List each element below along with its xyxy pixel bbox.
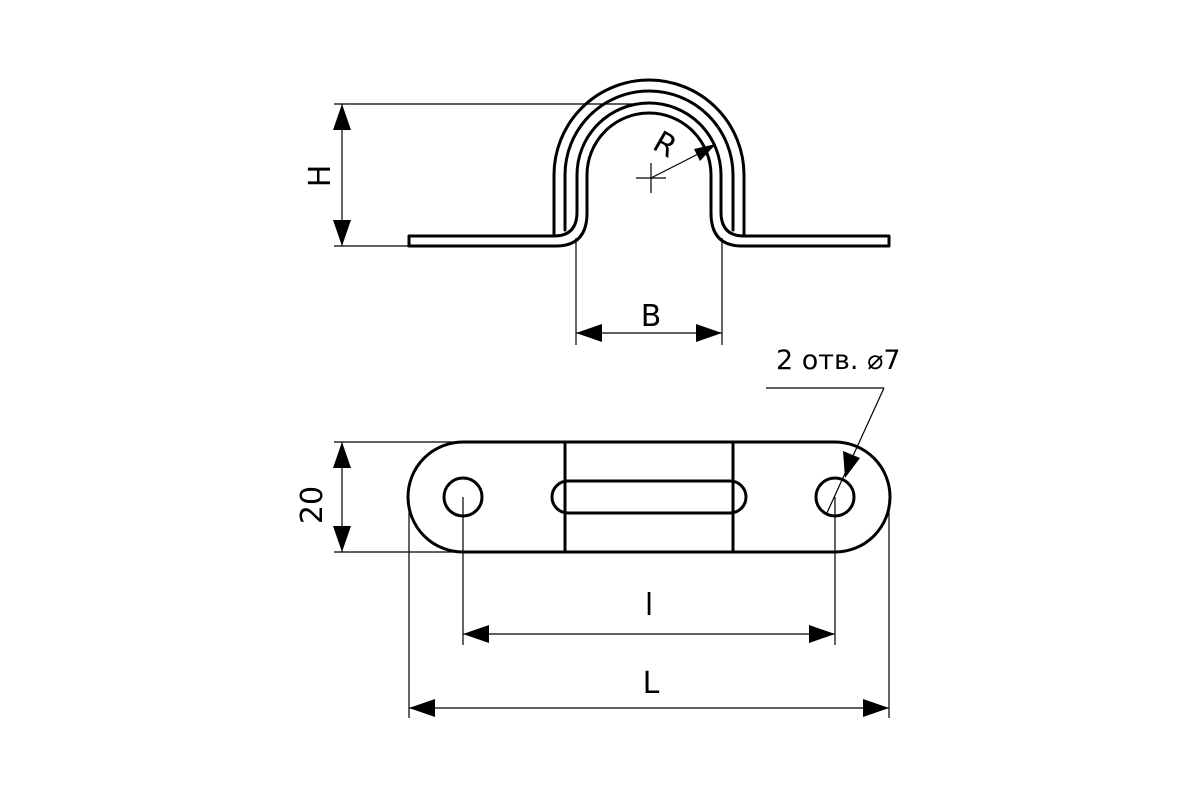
width-dimension: 20	[295, 441, 462, 553]
height-arrow-top	[333, 104, 351, 130]
l-arrow-right	[809, 625, 835, 643]
total-length-label: L	[643, 666, 660, 701]
height-dimension: H	[303, 103, 638, 247]
hole-spacing-dimension: l	[462, 497, 836, 645]
b-arrow-right	[696, 324, 722, 342]
width-label: 20	[295, 486, 330, 524]
inner-width-label: B	[641, 299, 662, 334]
side-view: R H B	[303, 78, 891, 345]
inner-width-dimension: B	[575, 238, 723, 345]
b-arrow-left	[576, 324, 602, 342]
strip-outline	[406, 440, 892, 554]
holes-callout: 2 отв. ⌀7	[766, 345, 901, 516]
height-label: H	[303, 165, 338, 188]
total-length-dimension: L	[408, 500, 890, 718]
radius-arrowhead	[694, 144, 716, 161]
central-slot	[550, 479, 748, 515]
bracket-arch-inner	[563, 89, 735, 232]
L-arrow-left	[409, 699, 435, 717]
holes-note-label: 2 отв. ⌀7	[776, 345, 901, 376]
top-view: 20 l L 2 отв. ⌀7	[295, 345, 901, 718]
hole-spacing-label: l	[645, 588, 653, 623]
bracket-side-outline	[407, 101, 891, 248]
bracket-arch-outer	[552, 78, 746, 238]
radius-label: R	[647, 125, 683, 166]
L-arrow-right	[863, 699, 889, 717]
callout-arrowhead	[843, 451, 860, 478]
height-arrow-bottom	[333, 220, 351, 246]
l-arrow-left	[463, 625, 489, 643]
width-arrow-bottom	[333, 526, 351, 552]
width-arrow-top	[333, 442, 351, 468]
